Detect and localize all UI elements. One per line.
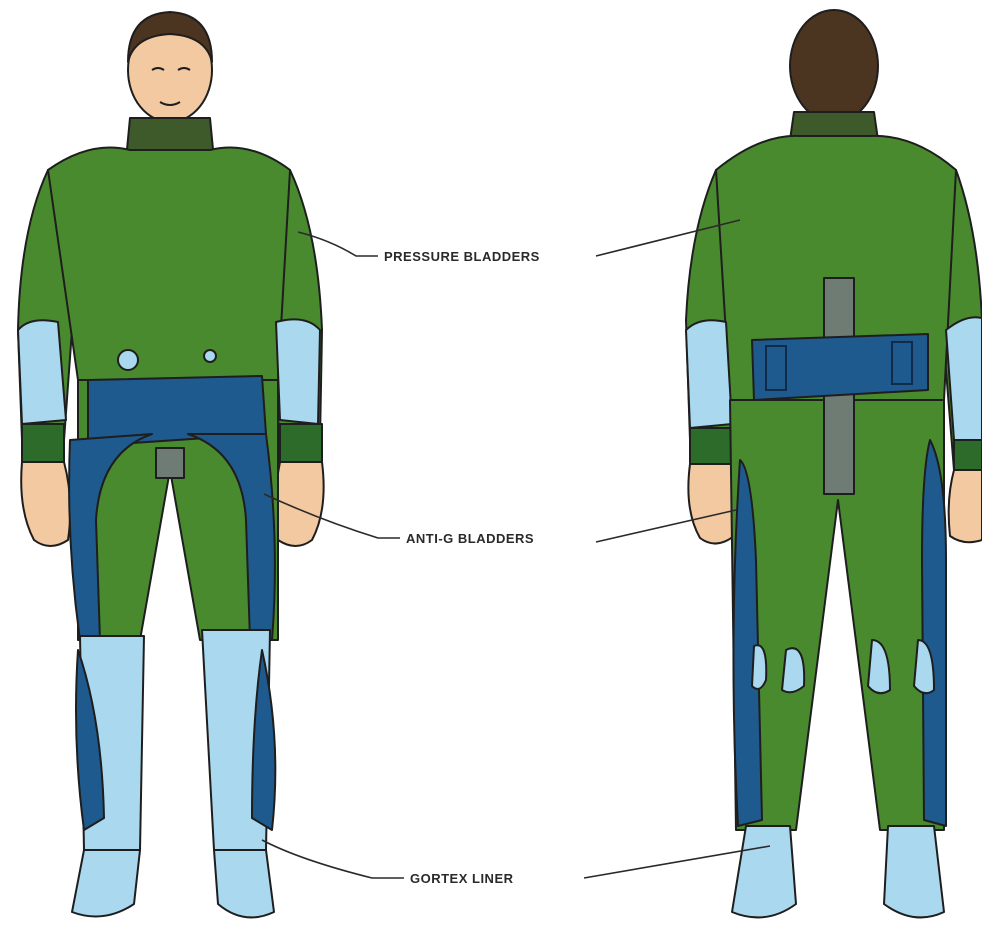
back-left-cuff <box>690 428 732 464</box>
front-left-cuff <box>22 424 64 462</box>
back-left-sleeve-liner <box>686 320 732 428</box>
front-left-sleeve-liner <box>18 320 66 424</box>
front-torso <box>48 148 290 381</box>
label-anti-g-bladders: ANTI-G BLADDERS <box>406 531 534 546</box>
front-right-hand <box>275 462 323 546</box>
front-right-sleeve-liner <box>276 319 320 424</box>
label-pressure-bladders: PRESSURE BLADDERS <box>384 249 540 264</box>
front-right-boot <box>214 850 274 917</box>
front-left-hand <box>21 462 70 546</box>
front-figure-icon <box>18 12 324 917</box>
label-gortex-liner: GORTEX LINER <box>410 871 514 886</box>
back-right-boot <box>884 826 944 917</box>
back-left-boot <box>732 826 796 917</box>
back-right-side-bladder <box>922 440 946 826</box>
back-head <box>790 10 878 122</box>
back-right-cuff <box>954 440 982 470</box>
front-zipper <box>156 448 184 478</box>
back-figure-icon <box>686 10 982 917</box>
front-left-boot <box>72 850 140 917</box>
back-right-hand <box>949 470 982 542</box>
front-right-cuff <box>280 424 322 462</box>
